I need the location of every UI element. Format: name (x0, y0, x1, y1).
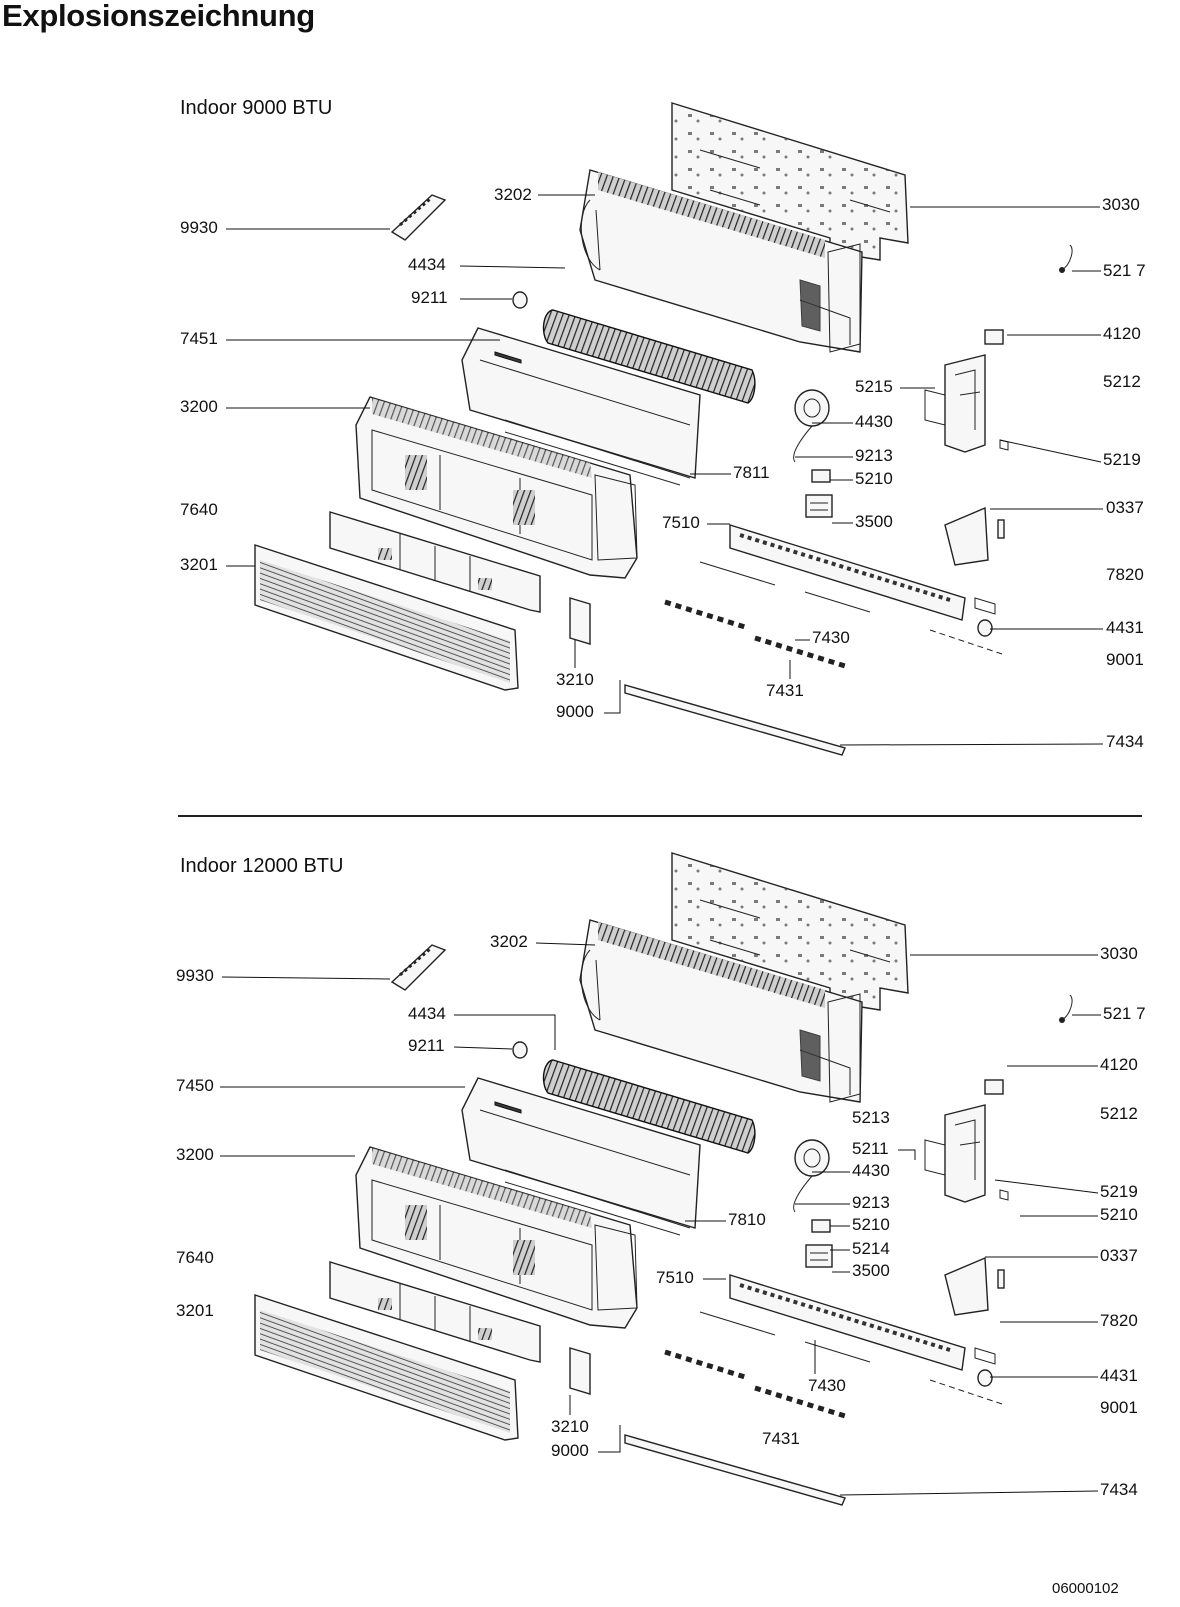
part-label-7434: 7434 (1100, 1480, 1138, 1499)
leader-line-4434 (454, 1014, 556, 1050)
leader-line-9211 (453, 1046, 513, 1050)
part-label-3200: 3200 (176, 1145, 214, 1164)
leader-line-5219 (994, 1179, 1099, 1194)
part-label-7640: 7640 (176, 1248, 214, 1267)
part-label-3030: 3030 (1102, 195, 1140, 214)
document-number: 06000102 (1052, 1580, 1119, 1597)
part-label-3500: 3500 (855, 512, 893, 531)
part-label-7431: 7431 (762, 1429, 800, 1448)
part-label-7430: 7430 (808, 1376, 846, 1395)
part-label-9001: 9001 (1100, 1398, 1138, 1417)
part-label-7811: 7811 (733, 463, 770, 482)
part-label-5217: 521 7 (1103, 261, 1146, 280)
part-label-7820: 7820 (1100, 1311, 1138, 1330)
part-label-7431: 7431 (766, 681, 804, 700)
part-label-7451: 7451 (180, 329, 218, 348)
part-label-3201: 3201 (176, 1301, 214, 1320)
part-label-9000: 9000 (551, 1441, 589, 1460)
part-label-9211: 9211 (408, 1036, 445, 1055)
part-label-7450: 7450 (176, 1076, 214, 1095)
part-label-5217: 521 7 (1103, 1004, 1146, 1023)
part-label-9930: 9930 (176, 966, 214, 985)
section-heading-9000: Indoor 9000 BTU (180, 97, 333, 119)
leader-line-5211 (898, 1149, 916, 1160)
part-label-7810: 7810 (728, 1210, 766, 1229)
part-label-9213: 9213 (852, 1193, 890, 1212)
part-label-9930: 9930 (180, 218, 218, 237)
section-heading-12000: Indoor 12000 BTU (180, 855, 344, 877)
part-label-5210: 5210 (852, 1215, 890, 1234)
part-label-3030: 3030 (1100, 944, 1138, 963)
leader-line-5219 (999, 439, 1102, 463)
part-label-4431: 4431 (1100, 1366, 1138, 1385)
part-label-5211: 5211 (852, 1139, 889, 1158)
part-label-7510: 7510 (656, 1268, 694, 1287)
part-label-4120: 4120 (1103, 324, 1141, 343)
part-label-5212: 5212 (1103, 372, 1141, 391)
leader-line-9000 (604, 680, 621, 714)
leader-line-3202 (535, 942, 596, 946)
part-label-5212: 5212 (1100, 1104, 1138, 1123)
leader-line-9000 (598, 1425, 621, 1453)
part-label-7434: 7434 (1106, 732, 1144, 751)
part-label-5210: 5210 (1100, 1205, 1138, 1224)
part-label-7640: 7640 (180, 500, 218, 519)
part-label-4434: 4434 (408, 255, 446, 274)
page-title: Explosionszeichnung (2, 0, 315, 33)
section-divider (178, 815, 1142, 817)
part-label-0337: 0337 (1106, 498, 1144, 517)
leader-line-9930 (221, 976, 391, 980)
part-label-0337: 0337 (1100, 1246, 1138, 1265)
part-label-5219: 5219 (1100, 1182, 1138, 1201)
leader-lines (220, 194, 1104, 1496)
part-label-3210: 3210 (556, 670, 594, 689)
leader-line-4434 (459, 265, 566, 269)
part-label-5213: 5213 (852, 1108, 890, 1127)
part-label-9213: 9213 (855, 446, 893, 465)
part-label-9211: 9211 (411, 288, 448, 307)
part-label-5215: 5215 (855, 377, 893, 396)
part-label-3202: 3202 (494, 185, 532, 204)
part-label-4120: 4120 (1100, 1055, 1138, 1074)
part-label-4431: 4431 (1106, 618, 1144, 637)
leader-line-7434 (839, 743, 1104, 746)
part-label-3500: 3500 (852, 1261, 890, 1280)
part-label-3210: 3210 (551, 1417, 589, 1436)
part-label-5219: 5219 (1103, 450, 1141, 469)
part-label-3200: 3200 (180, 397, 218, 416)
part-label-9000: 9000 (556, 702, 594, 721)
part-label-7820: 7820 (1106, 565, 1144, 584)
part-label-3201: 3201 (180, 555, 218, 574)
part-label-5210: 5210 (855, 469, 893, 488)
leader-line-7434 (839, 1490, 1099, 1496)
part-label-3202: 3202 (490, 932, 528, 951)
part-label-5214: 5214 (852, 1239, 890, 1258)
part-label-7510: 7510 (662, 513, 700, 532)
part-label-7430: 7430 (812, 628, 850, 647)
part-label-4430: 4430 (855, 412, 893, 431)
part-label-4434: 4434 (408, 1004, 446, 1023)
part-label-4430: 4430 (852, 1161, 890, 1180)
part-label-9001: 9001 (1106, 650, 1144, 669)
